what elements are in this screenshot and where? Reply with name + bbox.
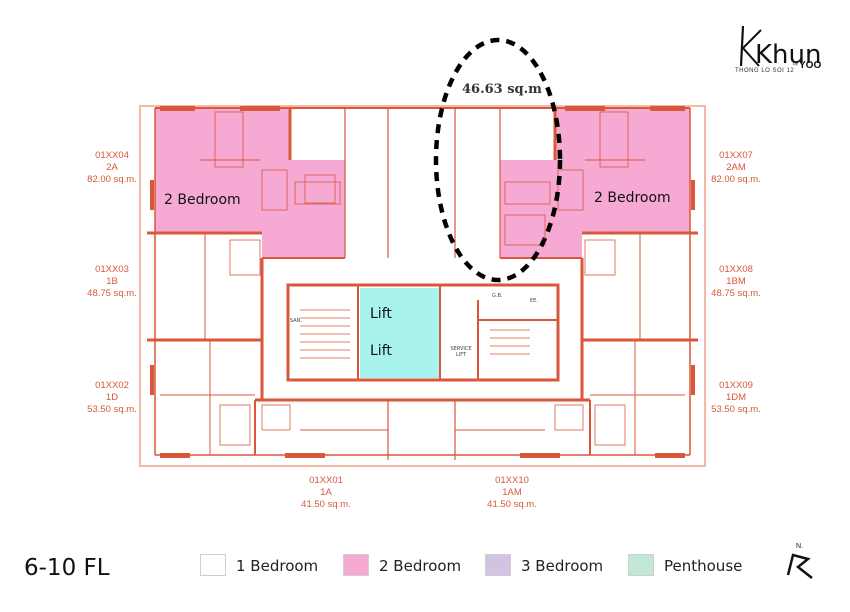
brand-yoo: YOO <box>799 60 822 71</box>
unit-label-01xx02: 01XX02 1D 53.50 sq.m. <box>87 380 137 415</box>
legend-label-penthouse: Penthouse <box>664 557 743 575</box>
unit-label-01xx07: 01XX07 2AM 82.00 sq.m. <box>711 150 761 185</box>
lift-label-1: Lift <box>370 306 392 322</box>
khun-logo-mark <box>739 25 762 67</box>
service-lift-tag: SERVICE LIFT <box>450 346 472 358</box>
ee-tag: EE. <box>530 298 538 304</box>
brand-by: by <box>793 61 799 67</box>
san-tag: SAN. <box>290 318 303 324</box>
lift-shaft-fill <box>360 288 440 378</box>
unit-label-01xx03: 01XX03 1B 48.75 sq.m. <box>87 264 137 299</box>
legend-swatch-3-bedroom <box>485 554 511 576</box>
brand-logo: Khun THONG LO SOI 12 by YOO <box>735 22 830 82</box>
brand-subtitle: THONG LO SOI 12 <box>735 68 795 74</box>
building-outline <box>139 105 706 467</box>
highlight-ellipse <box>433 37 563 283</box>
lift-label-2: Lift <box>370 343 392 359</box>
unit-label-01xx04: 01XX04 2A 82.00 sq.m. <box>87 150 137 185</box>
gb-tag: G.B. <box>492 293 503 299</box>
north-arrow-icon <box>786 553 813 579</box>
legend-label-2-bedroom: 2 Bedroom <box>379 557 462 575</box>
unit-2a-fill <box>155 108 345 258</box>
north-label: N. <box>796 543 803 550</box>
legend-swatch-2-bedroom <box>343 554 369 576</box>
unit-label-01xx10: 01XX10 1AM 41.50 sq.m. <box>487 475 537 510</box>
unit-2am-fill <box>500 108 690 258</box>
brand-name: Khun <box>755 40 822 70</box>
legend-swatch-penthouse <box>628 554 654 576</box>
unit-label-01xx01: 01XX01 1A 41.50 sq.m. <box>301 475 351 510</box>
plan-label-2-bedroom-right: 2 Bedroom <box>594 190 671 206</box>
plan-label-2-bedroom-left: 2 Bedroom <box>164 192 241 208</box>
legend-label-3-bedroom: 3 Bedroom <box>521 557 604 575</box>
floor-label: 6-10 FL <box>24 555 110 581</box>
unit-label-01xx08: 01XX08 1BM 48.75 sq.m. <box>711 264 761 299</box>
highlight-area-label: 46.63 sq.m <box>462 82 542 97</box>
legend-label-1-bedroom: 1 Bedroom <box>236 557 319 575</box>
unit-label-01xx09: 01XX09 1DM 53.50 sq.m. <box>711 380 761 415</box>
legend-swatch-1-bedroom <box>200 554 226 576</box>
